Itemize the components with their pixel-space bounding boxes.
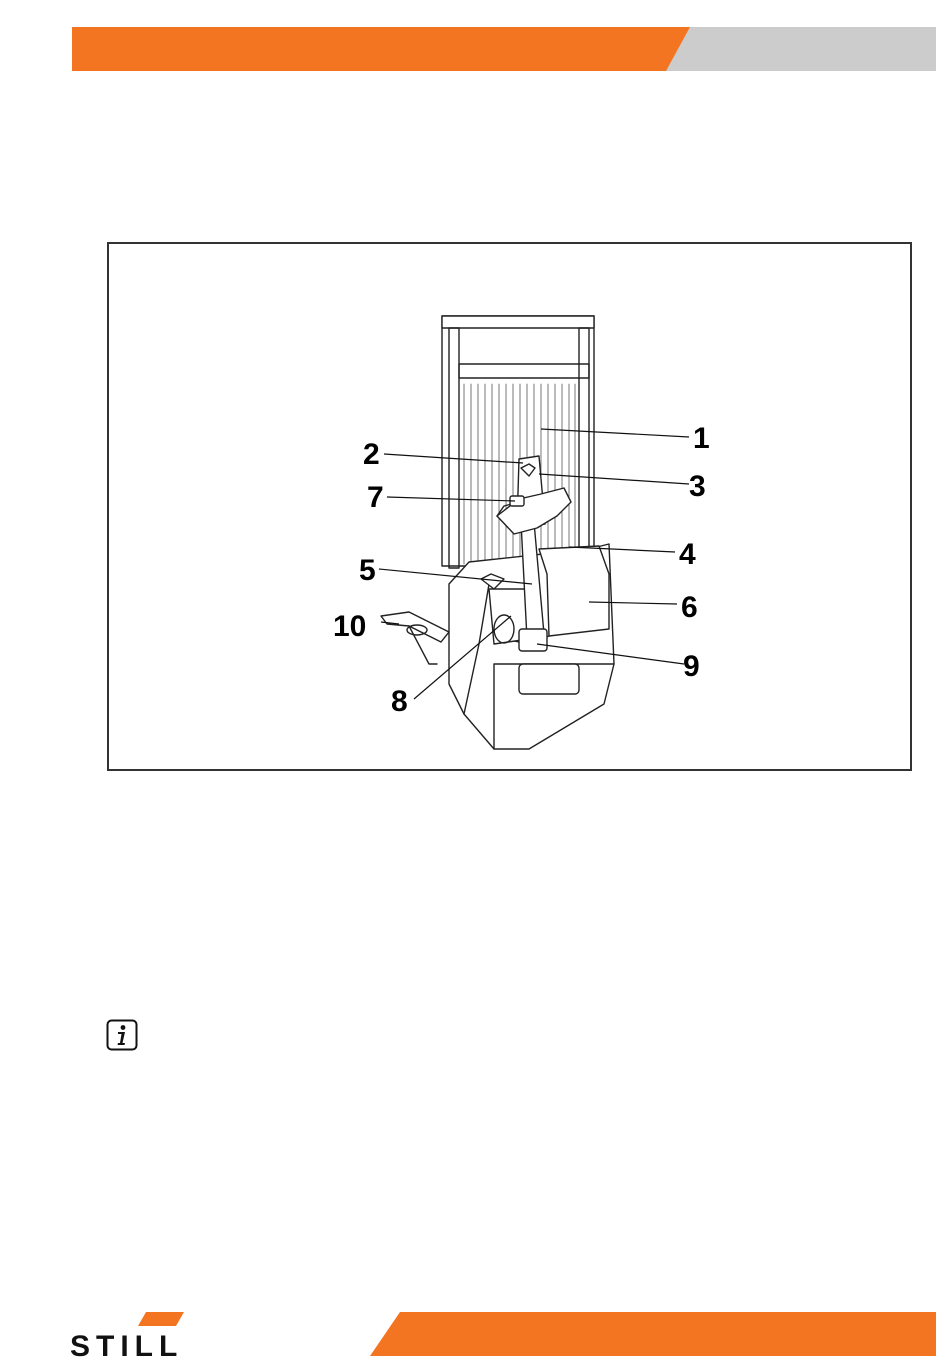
callout-7: 7 [367,481,384,514]
callout-4: 4 [679,538,696,571]
callout-10: 10 [333,610,366,643]
info-icon [106,1019,138,1051]
callout-1: 1 [693,422,710,455]
callout-5: 5 [359,554,376,587]
header-bar-orange [72,27,690,71]
fork [381,612,449,664]
footer-bar [370,1312,936,1356]
header-bar [72,27,936,71]
logo-text: STILL [70,1330,183,1360]
still-logo: STILL [70,1310,230,1360]
footer-bar-orange [370,1312,936,1356]
stacker-illustration: 1 2 3 4 5 6 7 8 9 10 [109,244,910,769]
callout-9: 9 [683,650,700,683]
figure-frame: 1 2 3 4 5 6 7 8 9 10 [107,242,912,771]
callout-6: 6 [681,591,698,624]
callout-8: 8 [391,685,408,718]
callout-2: 2 [363,438,380,471]
callout-3: 3 [689,470,706,503]
logo-swoosh [138,1312,184,1326]
